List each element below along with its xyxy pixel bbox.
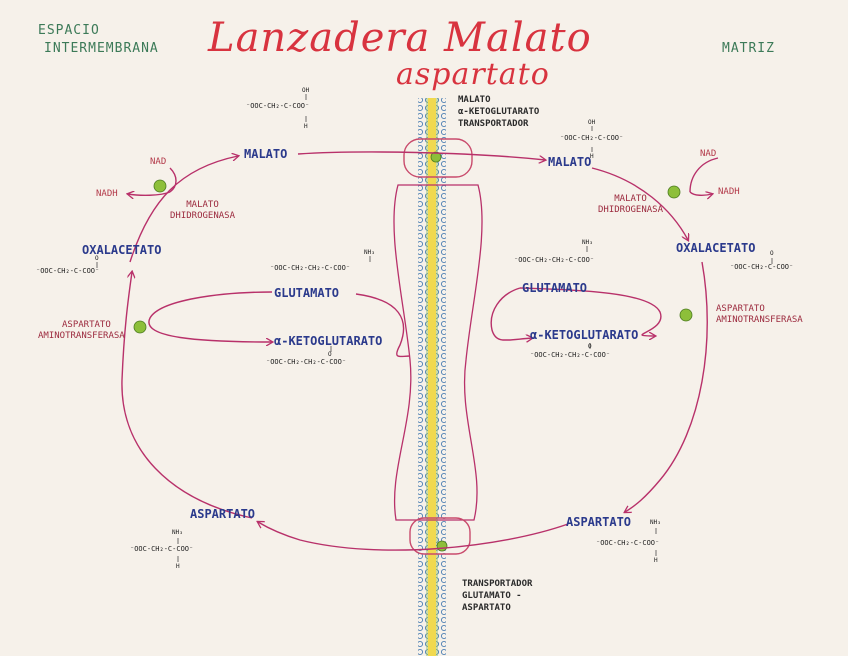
transporter-top-line-3: TRANSPORTADOR bbox=[458, 119, 529, 129]
diagram-title: Lanzadera Malato bbox=[208, 15, 592, 61]
transporter-top-label: MALATO α-KETOGLUTARATO TRANSPORTADOR bbox=[458, 94, 539, 130]
transporter-top-line-1: MALATO bbox=[458, 95, 491, 105]
metabolite-aspartato-matrix: ASPARTATO bbox=[566, 515, 632, 529]
enzyme-mdh-matrix: MALATO DHIDROGENASA bbox=[598, 194, 663, 216]
formula-glutamato-intermembrane: ⁻OOC-CH₂-CH₂-C-COO⁻ bbox=[270, 264, 351, 272]
formula-akg-matrix-o: O bbox=[588, 343, 592, 350]
cofactor-nad-intermembrane: NAD bbox=[150, 157, 167, 167]
formula-akg-intermembrane: ⁻OOC-CH₂-CH₂-C-COO⁻ bbox=[266, 358, 347, 366]
region-label-intermembrane-line2: INTERMEMBRANA bbox=[44, 41, 159, 56]
transporter-bottom-line-2: GLUTAMATO - bbox=[462, 591, 522, 601]
formula-malato-intermembrane: ⁻OOC-CH₂-C-COO⁻ bbox=[246, 102, 310, 110]
transporter-bottom-line-3: ASPARTATO bbox=[462, 603, 511, 613]
metabolite-oxalacetato-intermembrane: OXALACETATO bbox=[82, 243, 162, 257]
formula-glutamato-intermembrane-nh3: NH₃ bbox=[364, 249, 375, 256]
cofactor-nad-matrix: NAD bbox=[700, 149, 717, 159]
formula-aspartato-matrix-nh3: NH₃ bbox=[650, 519, 661, 526]
malate-akg-transporter bbox=[393, 138, 483, 521]
enzyme-ast-intermembrane-line-1: ASPARTATO bbox=[62, 320, 111, 330]
enzyme-circles bbox=[133, 179, 693, 334]
enzyme-mdh-matrix-line-2: DHIDROGENASA bbox=[598, 205, 664, 215]
enzyme-circle-mdh-left bbox=[153, 179, 167, 193]
formula-aspartato-matrix-h: H bbox=[654, 557, 658, 564]
formula-bonds bbox=[96, 94, 773, 562]
diagram-subtitle: aspartato bbox=[396, 57, 550, 92]
enzyme-circle-mdh-right bbox=[667, 185, 681, 199]
enzyme-ast-intermembrane-line-2: AMINOTRANSFERASA bbox=[38, 331, 125, 341]
enzyme-mdh-matrix-line-1: MALATO bbox=[614, 194, 647, 204]
formula-aspartato-intermembrane-nh3: NH₃ bbox=[172, 529, 183, 536]
enzyme-ast-matrix: ASPARTATO AMINOTRANSFERASA bbox=[716, 304, 803, 326]
formula-malato-matrix-oh: OH bbox=[588, 119, 596, 126]
cofactor-nadh-intermembrane: NADH bbox=[96, 189, 118, 199]
formula-malato-intermembrane-h: H bbox=[304, 123, 308, 130]
enzyme-circle-ast-right bbox=[679, 308, 693, 322]
metabolite-akg-matrix: α-KETOGLUTARATO bbox=[530, 328, 639, 342]
cofactor-nadh-matrix: NADH bbox=[718, 187, 740, 197]
enzyme-mdh-intermembrane-line-1: MALATO bbox=[186, 200, 219, 210]
enzyme-mdh-intermembrane-line-2: DHIDROGENASA bbox=[170, 211, 236, 221]
formula-oxalacetato-matrix-o: O bbox=[770, 250, 774, 257]
formula-glutamato-matrix: ⁻OOC-CH₂-CH₂-C-COO⁻ bbox=[514, 256, 595, 264]
metabolite-oxalacetato-matrix: OXALACETATO bbox=[676, 241, 756, 255]
enzyme-ast-matrix-line-1: ASPARTATO bbox=[716, 304, 765, 314]
formula-aspartato-intermembrane: ⁻OOC-CH₂-C-COO⁻ bbox=[130, 545, 194, 553]
region-label-intermembrane-line1: ESPACIO bbox=[38, 23, 100, 38]
formula-aspartato-intermembrane-h: H bbox=[176, 563, 180, 570]
transporter-bottom-line-1: TRANSPORTADOR bbox=[462, 579, 533, 589]
pathway-lines bbox=[121, 151, 719, 551]
inner-mitochondrial-membrane bbox=[418, 98, 446, 656]
enzyme-mdh-intermembrane: MALATO DHIDROGENASA bbox=[170, 200, 235, 222]
formula-akg-matrix: ⁻OOC-CH₂-CH₂-C-COO⁻ bbox=[530, 351, 611, 359]
transporter-top-line-2: α-KETOGLUTARATO bbox=[458, 107, 540, 117]
metabolite-aspartato-intermembrane: ASPARTATO bbox=[190, 507, 256, 521]
formula-oxalacetato-intermembrane: ⁻OOC-CH₂-C-COO⁻ bbox=[36, 267, 100, 275]
formula-malato-matrix: ⁻OOC-CH₂-C-COO⁻ bbox=[560, 134, 624, 142]
formula-glutamato-matrix-nh3: NH₃ bbox=[582, 239, 593, 246]
metabolite-malato-matrix: MALATO bbox=[548, 155, 592, 169]
metabolite-akg-intermembrane: α-KETOGLUTARATO bbox=[274, 334, 383, 348]
enzyme-circle-ast-left bbox=[133, 320, 147, 334]
enzyme-ast-matrix-line-2: AMINOTRANSFERASA bbox=[716, 315, 803, 325]
enzyme-ast-intermembrane: ASPARTATO AMINOTRANSFERASA bbox=[38, 320, 125, 342]
region-label-matrix: MATRIZ bbox=[722, 41, 775, 56]
metabolite-glutamato-matrix: GLUTAMATO bbox=[522, 281, 588, 295]
formula-akg-intermembrane-o: O bbox=[328, 351, 332, 358]
metabolite-malato-intermembrane: MALATO bbox=[244, 147, 288, 161]
formula-aspartato-matrix: ⁻OOC-CH₂-C-COO⁻ bbox=[596, 539, 660, 547]
formula-oxalacetato-matrix: ⁻OOC-CH₂-C-COO⁻ bbox=[730, 263, 794, 271]
formula-malato-intermembrane-oh: OH bbox=[302, 87, 310, 94]
formula-malato-matrix-h: H bbox=[590, 153, 594, 160]
formula-oxalacetato-intermembrane-o: O bbox=[95, 255, 99, 262]
metabolite-glutamato-intermembrane: GLUTAMATO bbox=[274, 286, 340, 300]
transporter-bottom-label: TRANSPORTADOR GLUTAMATO - ASPARTATO bbox=[462, 578, 532, 614]
